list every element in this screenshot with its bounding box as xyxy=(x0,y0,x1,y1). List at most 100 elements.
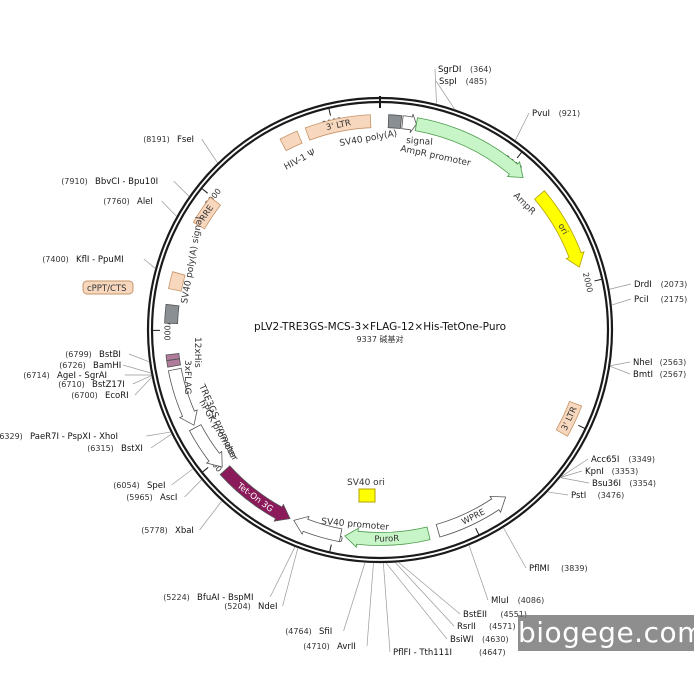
site-name: BamHI xyxy=(93,361,121,371)
site-position: (6054) xyxy=(113,481,140,490)
site-name: BsiWI xyxy=(450,635,474,645)
feature-puror-label: PuroR xyxy=(374,534,399,545)
site-position: (4086) xyxy=(518,596,545,605)
feature-signal xyxy=(387,114,403,129)
site-position: (6315) xyxy=(87,444,114,453)
site-name: BstEII xyxy=(463,610,487,620)
feature-tet-on-3g xyxy=(219,465,291,522)
site-position: (2567) xyxy=(660,370,687,379)
sv40-polya-left-label: SV40 poly(A) signal xyxy=(180,216,205,304)
site-leader-line xyxy=(199,500,223,531)
site-leader-line xyxy=(560,477,590,484)
sv40-polya-top-label: SV40 poly(A) xyxy=(339,129,398,149)
feature-tre3gs-promoter xyxy=(167,367,198,426)
site-fsei: (8191)FseI xyxy=(143,135,218,164)
site-name: KpnI xyxy=(585,467,604,477)
site-position: (364) xyxy=(470,65,492,74)
site-leader-line xyxy=(435,80,455,110)
site-position: (6700) xyxy=(71,391,98,400)
site-position: (5778) xyxy=(141,526,168,535)
site-name: BbvCI - Bpu10I xyxy=(95,177,158,187)
site-bfuai-bspmi: (5224)BfuAI - BspMI xyxy=(163,546,296,603)
site-name: Bsu36I xyxy=(592,479,621,489)
site-name: DrdI xyxy=(634,280,652,290)
site-pcii: PciI(2175) xyxy=(611,295,687,306)
site-name: MluI xyxy=(491,596,509,606)
feature-ori xyxy=(533,190,585,268)
site-name: PvuI xyxy=(532,109,550,119)
site-leader-line xyxy=(560,470,583,478)
feature-cppt-cts xyxy=(168,271,186,292)
site-sfii: (4764)SfiI xyxy=(285,562,366,637)
feature-wpre xyxy=(435,495,507,538)
site-name: RsrII xyxy=(457,622,476,632)
site-name: BstXI xyxy=(121,444,143,454)
site-ndei: (5204)NdeI xyxy=(224,547,299,612)
site-position: (2563) xyxy=(660,358,687,367)
site-name: AvrII xyxy=(337,642,356,652)
feature-sv40-promoter xyxy=(293,515,343,543)
feature-ori-label: ori xyxy=(556,222,570,237)
scale-tick xyxy=(329,544,332,552)
site-position: (4551) xyxy=(500,610,527,619)
site-leader-line xyxy=(201,138,218,164)
site-leader-line xyxy=(468,545,489,601)
site-kpni: KpnI(3353) xyxy=(560,467,638,478)
site-position: (7760) xyxy=(103,197,130,206)
site-name: NheI xyxy=(633,358,652,368)
feature-hpgk-promoter xyxy=(188,424,223,468)
site-name: SspI xyxy=(439,77,457,87)
site-bbvci-bpu10i: (7910)BbvCI - Bpu10I xyxy=(61,177,190,197)
site-position: (4710) xyxy=(303,642,330,651)
site-name: AleI xyxy=(137,197,153,207)
signal-label: signal xyxy=(406,136,433,148)
site-position: (921) xyxy=(559,109,581,118)
site-leader-line xyxy=(150,433,172,449)
site-nhei: NheI (2563) xyxy=(610,358,686,368)
site-spei: (6054)SpeI xyxy=(113,468,194,491)
site-leader-line xyxy=(173,180,190,197)
his12-label: 12xHis xyxy=(192,337,202,368)
site-position: (4647) xyxy=(479,648,506,657)
site-name: XbaI xyxy=(175,526,194,536)
site-leader-line xyxy=(146,431,171,437)
feature-3-ltr xyxy=(555,400,583,437)
site-agei-sgrai: (6714)AgeI - SgrAI xyxy=(23,371,152,381)
site-leader-line xyxy=(282,547,299,607)
site-position: (3349) xyxy=(628,455,655,464)
site-position: (5204) xyxy=(224,602,251,611)
site-ecori: (6700)EcoRI xyxy=(71,376,153,401)
site-position: (7400) xyxy=(42,255,69,264)
site-sgrdi: SgrDI (364) xyxy=(434,65,492,104)
site-leader-line xyxy=(128,353,150,363)
feature-rre xyxy=(192,196,222,230)
site-position: (3354) xyxy=(629,479,656,488)
site-acc65i: Acc65I(3349) xyxy=(560,455,655,478)
site-bstbi: (6799)BstBI xyxy=(65,350,150,363)
site-leader-line xyxy=(503,527,527,569)
site-name: KflI - PpuMI xyxy=(76,255,124,265)
cppt-label-box: cPPT/CTS xyxy=(82,280,134,295)
feature-12xhis xyxy=(165,353,180,361)
sv40-ori-feature xyxy=(358,488,376,503)
feature-hiv-1 xyxy=(279,130,303,152)
site-pflfi-tth111i: PflFI - Tth111I(4647) xyxy=(383,562,506,658)
site-leader-line xyxy=(610,361,631,367)
site-position: (6799) xyxy=(65,350,92,359)
scale-tick xyxy=(201,188,209,194)
feature-3-ltr-label: 3' LTR xyxy=(325,118,352,133)
site-leader-line xyxy=(122,364,152,374)
site-position: (5965) xyxy=(126,493,153,502)
site-position: (4764) xyxy=(285,627,312,636)
site-mlui: MluI (4086) xyxy=(468,545,545,606)
site-avrii: (4710) AvrII xyxy=(303,562,374,652)
scale-tick-label: 7000 xyxy=(162,320,171,340)
scale-tick xyxy=(475,527,480,535)
scale-tick xyxy=(578,424,585,429)
site-name: FseI xyxy=(177,135,194,145)
site-leader-line xyxy=(184,479,202,498)
site-leader-line xyxy=(515,112,530,141)
site-name: SgrDI xyxy=(438,65,461,75)
site-paer7i-pspxi-xhoi: (6329)PaeR7I - PspXI - XhoI xyxy=(0,431,171,442)
